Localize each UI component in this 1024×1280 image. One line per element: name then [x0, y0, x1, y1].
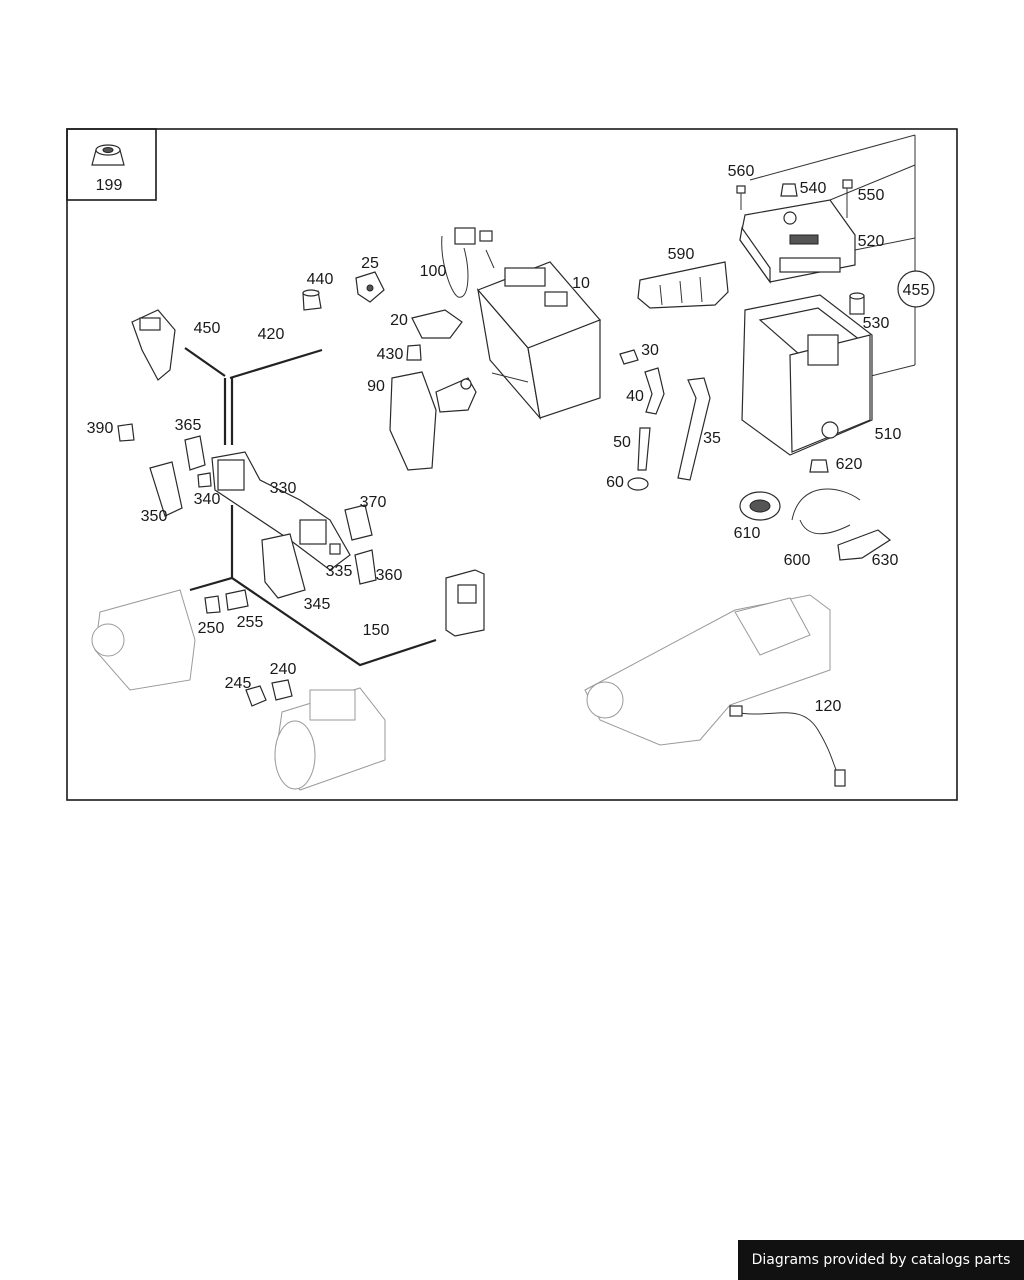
part-520-control-unit[interactable]	[739, 199, 856, 284]
callout-150: 150	[363, 622, 390, 639]
callout-610: 610	[734, 525, 761, 542]
part-430-nut[interactable]	[406, 344, 422, 361]
callout-455: 455	[903, 282, 930, 299]
starter-ghost	[274, 687, 386, 791]
callout-620: 620	[836, 456, 863, 473]
part-510-module-housing[interactable]	[741, 294, 873, 456]
part-120-ground-cable[interactable]	[729, 705, 846, 787]
part-335-bolt[interactable]	[329, 543, 341, 555]
assembly-leader-lines	[184, 347, 437, 667]
callout-520: 520	[858, 233, 885, 250]
inset-box-199	[66, 128, 157, 201]
callout-350: 350	[141, 508, 168, 525]
part-40-vent-elbow[interactable]	[644, 367, 665, 415]
part-600-coolant-hose[interactable]	[791, 488, 861, 535]
callout-360: 360	[376, 567, 403, 584]
callout-40: 40	[626, 388, 644, 405]
callout-60: 60	[606, 474, 624, 491]
callout-430: 430	[377, 346, 404, 363]
part-255-bracket[interactable]	[225, 589, 249, 611]
part-630-bracket[interactable]	[837, 529, 892, 561]
callout-240: 240	[270, 661, 297, 678]
callout-600: 600	[784, 552, 811, 569]
transmission-ghost	[584, 594, 831, 746]
part-10-battery[interactable]	[476, 261, 602, 421]
callout-530: 530	[863, 315, 890, 332]
part-530-sleeve[interactable]	[849, 292, 865, 315]
callout-345: 345	[304, 596, 331, 613]
callout-330: 330	[270, 480, 297, 497]
group-bracket-455	[749, 134, 935, 381]
part-540-nut[interactable]	[780, 183, 798, 197]
part-20-terminal-cover[interactable]	[411, 309, 463, 339]
callout-440: 440	[307, 271, 334, 288]
part-340-nut[interactable]	[197, 472, 212, 488]
part-440-nut[interactable]	[302, 289, 322, 311]
part-50-tube[interactable]	[637, 427, 651, 471]
callout-510: 510	[875, 426, 902, 443]
callout-120: 120	[815, 698, 842, 715]
callout-50: 50	[613, 434, 631, 451]
part-610-seal[interactable]	[739, 491, 781, 521]
callout-450: 450	[194, 320, 221, 337]
parts-diagram: 199 560 540 550 520 455 10 100 25 440 45…	[66, 128, 958, 801]
part-360-clamp[interactable]	[354, 549, 377, 585]
part-60-grommet[interactable]	[627, 477, 649, 491]
part-345-cover[interactable]	[261, 533, 306, 599]
callout-560: 560	[728, 163, 755, 180]
callout-labels: 199 560 540 550 520 455 10 100 25 440 45…	[87, 163, 930, 715]
part-35-vent-hose[interactable]	[677, 377, 711, 481]
callout-35: 35	[703, 430, 721, 447]
callout-10: 10	[572, 275, 590, 292]
callout-420: 420	[258, 326, 285, 343]
callout-630: 630	[872, 552, 899, 569]
part-100-cable[interactable]	[441, 227, 495, 298]
part-90-distributor[interactable]	[389, 371, 477, 471]
callout-100: 100	[420, 263, 447, 280]
callout-255: 255	[237, 614, 264, 631]
part-240-nut[interactable]	[271, 679, 293, 701]
callout-365: 365	[175, 417, 202, 434]
callout-90: 90	[367, 378, 385, 395]
credit-banner: Diagrams provided by catalogs parts	[738, 1240, 1024, 1280]
part-365-bracket[interactable]	[184, 435, 206, 471]
callout-199: 199	[96, 177, 123, 194]
callout-540: 540	[800, 180, 827, 197]
callout-590: 590	[668, 246, 695, 263]
part-590-bracket[interactable]	[637, 261, 729, 309]
part-199-cap[interactable]	[91, 144, 125, 166]
part-25-clamp[interactable]	[355, 271, 385, 303]
part-150-relay[interactable]	[445, 569, 485, 637]
callout-335: 335	[326, 563, 353, 580]
part-350-bracket[interactable]	[149, 461, 183, 517]
callout-340: 340	[194, 491, 221, 508]
part-620-nut[interactable]	[809, 459, 829, 473]
part-370-bracket[interactable]	[344, 504, 373, 541]
callout-250: 250	[198, 620, 225, 637]
part-560-bolt[interactable]	[736, 185, 746, 210]
part-330-wiring-bar[interactable]	[211, 451, 351, 571]
part-390-nut[interactable]	[117, 423, 135, 442]
part-30-grommet[interactable]	[619, 349, 639, 365]
part-250-nut[interactable]	[204, 595, 221, 614]
part-450-fuse-box[interactable]	[131, 309, 176, 381]
callout-550: 550	[858, 187, 885, 204]
diagram-frame	[66, 128, 958, 801]
alternator-ghost	[91, 589, 196, 691]
callout-25: 25	[361, 255, 379, 272]
part-245-sleeve[interactable]	[245, 685, 267, 707]
callout-30: 30	[641, 342, 659, 359]
callout-390: 390	[87, 420, 114, 437]
callout-20: 20	[390, 312, 408, 329]
callout-245: 245	[225, 675, 252, 692]
callout-370: 370	[360, 494, 387, 511]
part-550-bolt[interactable]	[842, 179, 853, 218]
